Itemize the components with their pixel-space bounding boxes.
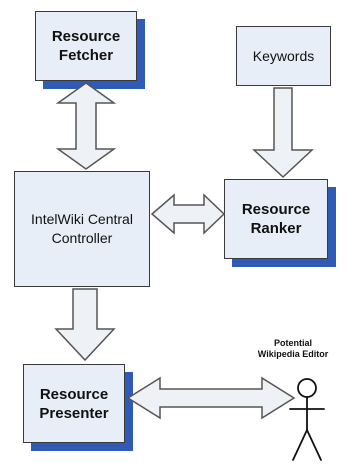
fetcher-controller-arrow bbox=[55, 82, 117, 170]
controller-presenter-arrow bbox=[54, 288, 116, 362]
keywords-label: Keywords bbox=[252, 47, 315, 64]
keywords-ranker-arrow bbox=[252, 87, 314, 179]
resource-ranker-box: Resource Ranker bbox=[224, 179, 328, 259]
resource-ranker-label: Resource Ranker bbox=[241, 201, 311, 237]
keywords-box: Keywords bbox=[236, 26, 331, 86]
central-controller-box: IntelWiki Central Controller bbox=[14, 171, 150, 287]
resource-fetcher-label: Resource Fetcher bbox=[51, 28, 121, 64]
resource-presenter-label: Resource Presenter bbox=[39, 385, 109, 422]
resource-presenter-box: Resource Presenter bbox=[23, 364, 125, 443]
resource-fetcher-box: Resource Fetcher bbox=[35, 11, 137, 81]
presenter-editor-arrow bbox=[126, 376, 296, 420]
wikipedia-editor-actor-icon bbox=[289, 378, 325, 461]
editor-label: Potential Wikipedia Editor bbox=[257, 338, 329, 359]
central-controller-label: IntelWiki Central Controller bbox=[31, 211, 133, 246]
controller-ranker-arrow bbox=[150, 193, 226, 235]
